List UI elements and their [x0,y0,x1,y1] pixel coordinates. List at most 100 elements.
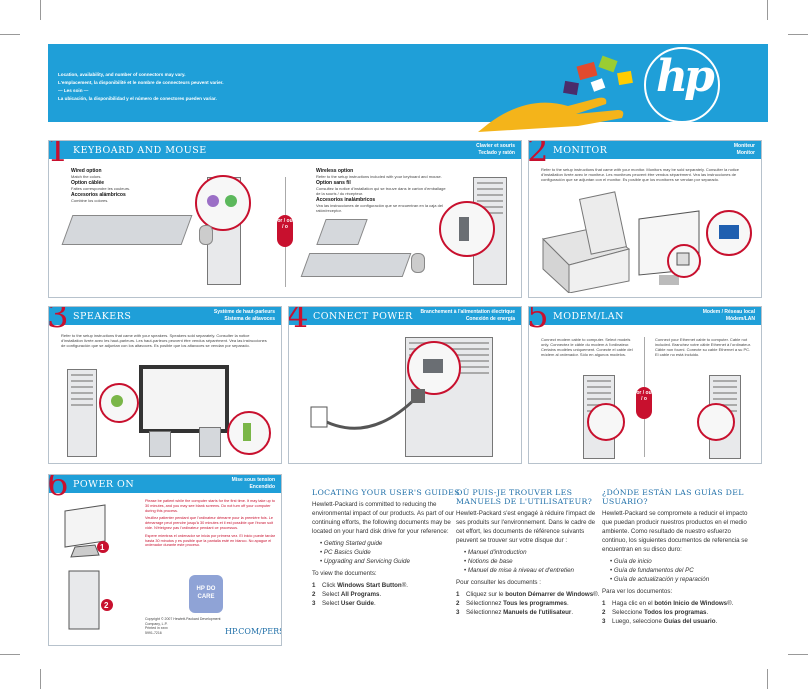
power-on-fr: Veuillez patienter pendant que l'ordinat… [145,516,274,530]
wireless-mouse [411,253,425,273]
power-cord [310,389,425,430]
panel-title: SPEAKERS [73,311,132,322]
list-item: Guía de inicio [610,557,750,566]
docs-list-es: Guía de inicio Guía de fundamentos del P… [602,557,750,584]
docs-list-en: Getting Started guide PC Basics Guide Up… [312,539,460,566]
crop-mark [0,34,20,35]
wired-title-fr: Option câblée [71,180,105,186]
list-item: Manuel d'introduction [464,548,604,557]
list-item: Upgrading and Servicing Guide [320,557,460,566]
guides-fr: OÙ PUIS-JE TROUVER LES MANUELS DE L'UTIL… [456,488,604,617]
panel-subtitle-es: Sistema de altavoces [224,315,275,322]
wireless-text: Refer to the setup instructions included… [316,174,442,179]
list-item: Guía de fundamentos del PC [610,566,750,575]
or-badge: or / ou / o [636,387,652,419]
step-number: 5 [528,306,549,336]
usb-port-callout [439,201,495,257]
panel-title: MODEM/LAN [553,311,624,322]
panel-subtitle-fr: Branchement à l'alimentation électrique [420,309,515,315]
step-2-marker: 2 [104,601,109,610]
panel-subtitle-fr: Système de haut-parleurs [213,309,275,315]
panel-subtitle-es: Conexión de energía [465,315,515,322]
step-number: 6 [48,474,69,504]
audio-port-callout [99,383,139,423]
note-es: La ubicación, la disponibilidad y el núm… [58,96,217,101]
hp-care-badge: HP DO CARE [189,575,223,613]
panel-subtitle-fr: Mise sous tension [231,477,275,483]
panel-subtitle-fr: Clavier et souris [476,143,515,149]
note-sep: — Les soin — [58,88,89,93]
wireless-title-fr: Option sans fil [316,180,351,186]
speaker [149,431,171,457]
guides-intro-en: Hewlett-Packard is committed to reducing… [312,501,455,535]
speaker-plug-callout [227,411,271,455]
view-docs-fr: Pour consulter les documents : [456,579,541,586]
docs-list-fr: Manuel d'introduction Notions de base Ma… [456,548,604,575]
panel-subtitle-es: Teclado y ratón [478,149,515,156]
wired-title: Wired option [71,168,102,174]
crop-mark [788,34,808,35]
crop-mark [40,669,41,689]
wired-text: Match the colors. [71,174,102,179]
crop-mark [40,0,41,20]
panel-title: MONITOR [553,145,608,156]
guides-intro-es: Hewlett-Packard se compromete a reducir … [602,510,748,553]
hand-illustration [478,55,633,132]
computer-tower [67,369,97,457]
view-docs-en: To view the documents: [312,570,377,577]
step-number: 4 [288,306,309,336]
modem-port-callout [587,403,625,441]
wireless-keyboard [300,253,412,277]
wireless-text-es: Vea las instrucciones de configuración q… [316,203,443,213]
power-on-en: Please be patient while the computer sta… [145,499,275,513]
wireless-text-fr: Consultez la notice d'installation qui s… [316,186,446,196]
panel-subtitle-es: Encendido [249,483,275,490]
connector-note: Location, availability, and number of co… [58,71,224,103]
monitor [139,365,229,433]
keyboard [61,215,193,245]
step-number: 1 [48,140,69,170]
copyright: Copyright © 2007 Hewlett-Packard Develop… [145,617,221,626]
list-item: PC Basics Guide [320,548,460,557]
speaker [199,427,221,457]
panel-subtitle-es: Monitor [736,149,755,156]
guides-en: LOCATING YOUR USER'S GUIDES Hewlett-Pack… [312,488,460,608]
step-1-marker: 1 [100,543,105,552]
note-en: Location, availability, and number of co… [58,72,186,77]
modem-instructions: Connect modem cable to computer. Select … [541,337,633,357]
lan-port-callout [697,403,735,441]
wired-text-es: Combine los colores. [71,198,109,203]
wired-text-fr: Faites correspondre les couleurs. [71,186,131,191]
guides-es: ¿DÓNDE ESTÁN LAS GUÍAS DEL USUARIO? Hewl… [602,488,750,626]
wired-title-es: Accesorios alámbricos [71,192,126,198]
guides-title-en: LOCATING YOUR USER'S GUIDES [312,488,460,497]
power-on-es: Espere mientras el ordenador se inicia p… [145,533,276,548]
guides-title-fr: OÙ PUIS-JE TROUVER LES MANUELS DE L'UTIL… [456,488,593,506]
panel-title: KEYBOARD AND MOUSE [73,145,207,156]
part-number: 5991-7216 [145,630,162,635]
panel-subtitle-fr: Modem / Réseau local [702,309,755,315]
guides-title-es: ¿DÓNDE ESTÁN LAS GUÍAS DEL USUARIO? [602,488,744,506]
monitor-instructions: Refer to the setup instructions that cam… [541,167,740,182]
crop-mark [767,0,768,20]
or-badge: or / ou / o [277,215,293,247]
wireless-title: Wireless option [316,168,354,174]
list-item: Guía de actualización y reparación [610,575,750,584]
panel-subtitle-fr: Moniteur [733,143,755,149]
list-item: Getting Started guide [320,539,460,548]
receiver-box [316,219,368,245]
guides-intro-fr: Hewlett-Packard s'est engagé à réduire l… [456,510,596,544]
